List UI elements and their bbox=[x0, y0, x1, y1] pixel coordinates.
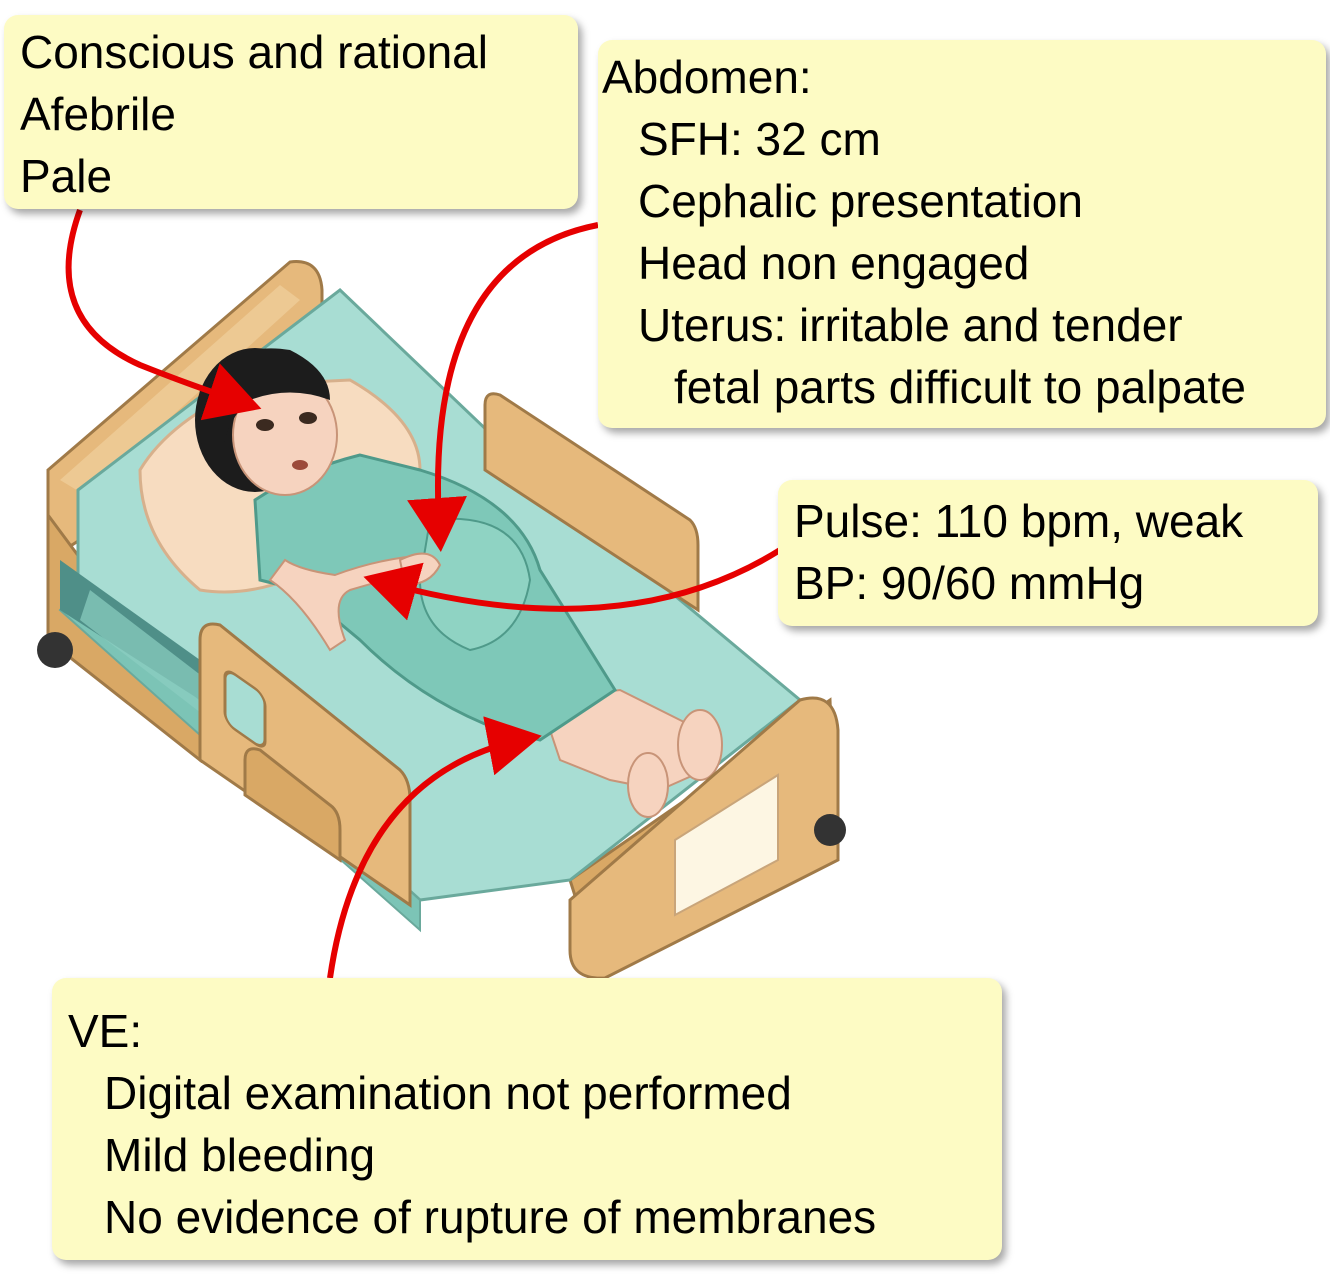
side-rail-back bbox=[483, 392, 700, 613]
right-foot bbox=[627, 752, 669, 818]
callout-vitals: Pulse: 110 bpm, weak BP: 90/60 mmHg bbox=[778, 480, 1318, 626]
ve-item-membranes: No evidence of rupture of membranes bbox=[104, 1191, 877, 1243]
arrow-ve-to-pelvis bbox=[327, 716, 542, 979]
left-foot bbox=[677, 709, 723, 781]
vitals-pulse: Pulse: 110 bpm, weak bbox=[794, 495, 1244, 547]
callout-vaginal-exam: VE: Digital examination not performed Mi… bbox=[52, 978, 1002, 1260]
wheels bbox=[37, 632, 846, 846]
abdomen-subitem-fetal-parts: fetal parts difficult to palpate bbox=[674, 361, 1246, 413]
ve-heading: VE: bbox=[68, 1005, 143, 1057]
arrow-general-to-head bbox=[65, 208, 262, 421]
eye-left bbox=[256, 419, 274, 431]
eye-right bbox=[299, 412, 317, 424]
abdomen-item-uterus: Uterus: irritable and tender bbox=[638, 299, 1183, 351]
vitals-bp: BP: 90/60 mmHg bbox=[794, 557, 1145, 609]
abdomen-heading: Abdomen: bbox=[602, 51, 812, 103]
legs bbox=[538, 688, 723, 818]
mouth bbox=[292, 460, 308, 470]
arrow-abdomen-to-belly bbox=[407, 222, 599, 552]
callout-abdomen: Abdomen: SFH: 32 cm Cephalic presentatio… bbox=[598, 40, 1326, 428]
general-line-1: Conscious and rational bbox=[20, 26, 488, 78]
general-line-2: Afebrile bbox=[20, 88, 176, 140]
footboard bbox=[568, 696, 840, 980]
callout-general-condition: Conscious and rational Afebrile Pale bbox=[4, 15, 578, 209]
ve-item-digital: Digital examination not performed bbox=[104, 1067, 792, 1119]
ve-item-bleeding: Mild bleeding bbox=[104, 1129, 376, 1181]
abdomen-item-presentation: Cephalic presentation bbox=[638, 175, 1083, 227]
patient-head bbox=[195, 348, 338, 496]
abdomen-item-engagement: Head non engaged bbox=[638, 237, 1030, 289]
arrow-vitals-to-arm bbox=[363, 547, 782, 621]
abdomen-item-sfh: SFH: 32 cm bbox=[638, 113, 881, 165]
general-line-3: Pale bbox=[20, 150, 113, 202]
